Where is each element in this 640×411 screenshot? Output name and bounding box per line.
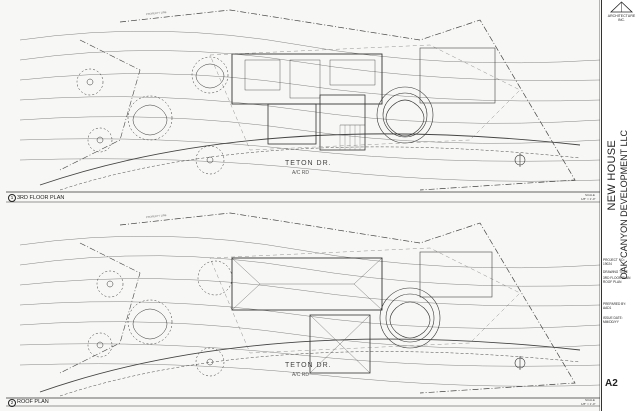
sheet-number: A2 xyxy=(605,378,618,389)
tree-1c xyxy=(87,127,113,153)
view-1-scale-value: 1/8" = 1'-0" xyxy=(581,197,596,201)
title-block: ARCHITECTURE INC. NEW HOUSE OAK CANYON D… xyxy=(601,0,640,411)
tree-1b xyxy=(127,95,173,141)
plan-drawing xyxy=(6,0,600,411)
tree-1d xyxy=(195,145,225,175)
project-no-label: PROJECT NO.: xyxy=(603,258,626,262)
tree-2e xyxy=(379,287,441,349)
prepared-by-label: PREPARED BY: xyxy=(603,302,627,306)
property-line-1 xyxy=(119,9,576,191)
north-arrow-1 xyxy=(514,153,526,167)
tree-2a xyxy=(197,260,233,296)
tree-1e xyxy=(376,86,434,144)
north-arrow-2 xyxy=(514,356,526,370)
view-1-street-sub: A/C RD xyxy=(292,170,309,176)
view-2-scale-label: SCALE xyxy=(585,398,595,402)
tree-2b xyxy=(127,299,173,345)
property-line-2 xyxy=(119,212,576,394)
firm-name: ARCHITECTURE INC. xyxy=(607,14,636,22)
issue-date-label: ISSUE DATE: xyxy=(603,316,623,320)
drawing-title-2: ROOF PLAN xyxy=(603,280,622,284)
issue-date: MM/DD/YY xyxy=(603,320,619,324)
roof-footprint xyxy=(231,257,383,311)
north-label-1: N xyxy=(520,154,522,157)
view-1-scale-label: SCALE xyxy=(585,193,595,197)
tree-1f xyxy=(76,68,104,96)
view-2-scale-value: 1/8" = 1'-0" xyxy=(581,402,596,406)
house-footprint-1 xyxy=(231,53,383,105)
view-1-title: 3RD FLOOR PLAN xyxy=(17,195,65,201)
project-title: NEW HOUSE xyxy=(606,140,618,211)
project-no: 19024 xyxy=(603,262,612,266)
prepared-by: AAD1 xyxy=(603,306,612,310)
north-label-2: N xyxy=(520,357,522,360)
view-1-street-name: TETON DR. xyxy=(285,160,332,167)
tree-1a xyxy=(191,56,229,94)
tree-2d xyxy=(195,347,225,377)
firm-logo-icon xyxy=(610,1,633,13)
view-2-number: 2 xyxy=(8,399,16,407)
project-title-vertical: NEW HOUSE OAK CANYON DEVELOPMENT LLC xyxy=(606,130,636,340)
drawing-title-1: 3RD FLOOR PLAN xyxy=(603,276,631,280)
tree-2c xyxy=(87,332,113,358)
view-2-street-sub: A/C RD xyxy=(292,372,309,378)
view-2-title: ROOF PLAN xyxy=(17,399,49,405)
tree-2f xyxy=(96,270,124,298)
view-2-street-name: TETON DR. xyxy=(285,362,332,369)
drawing-title-label: DRAWING TITLE xyxy=(603,270,628,274)
view-1-number: 1 xyxy=(8,194,16,202)
project-owner: OAK CANYON DEVELOPMENT LLC xyxy=(619,130,629,280)
